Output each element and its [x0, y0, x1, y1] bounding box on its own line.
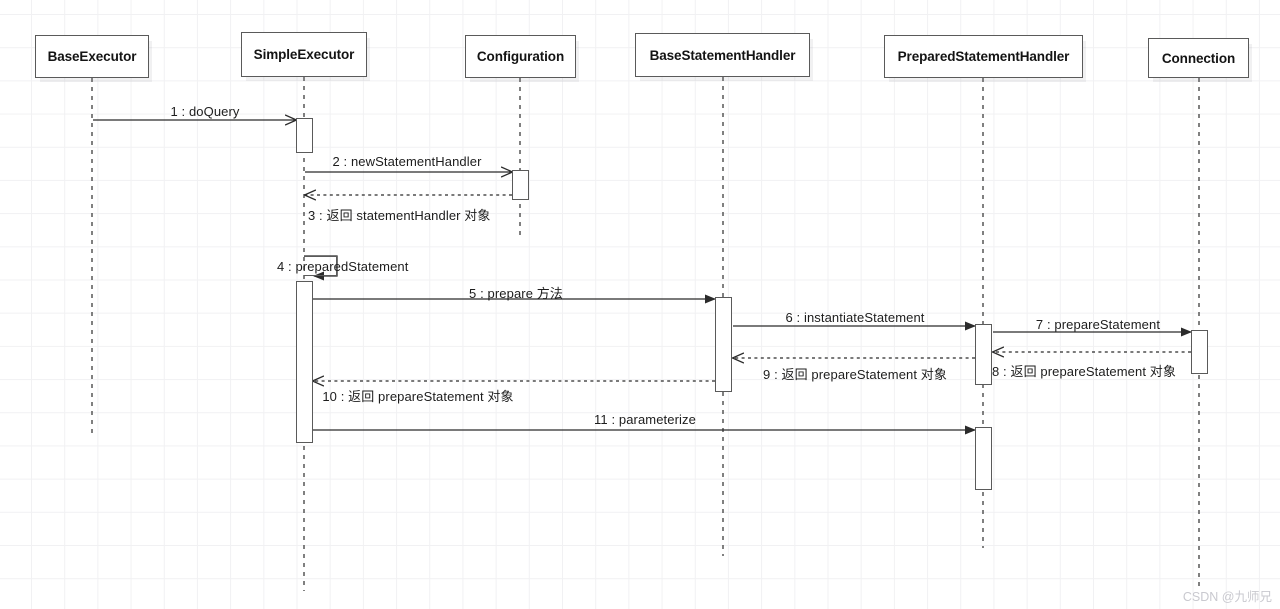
- activation-bar-configuration: [512, 170, 529, 200]
- participant-label: Configuration: [476, 49, 565, 64]
- participant-label: SimpleExecutor: [253, 47, 355, 62]
- participant-baseStatementHandler[interactable]: BaseStatementHandler: [635, 33, 810, 77]
- participant-connection[interactable]: Connection: [1148, 38, 1249, 78]
- message-label-11: 11 : parameterize: [594, 412, 696, 427]
- participant-configuration[interactable]: Configuration: [465, 35, 576, 78]
- message-label-2: 2 : newStatementHandler: [332, 154, 482, 169]
- message-label-8: 8 : 返回 prepareStatement 对象: [992, 364, 1176, 379]
- activation-bar-simpleExecutor: [296, 118, 313, 153]
- participant-label: Connection: [1161, 50, 1236, 66]
- activation-bar-preparedStatementHandler: [975, 324, 992, 385]
- message-label-3: 3 : 返回 statementHandler 对象: [308, 208, 491, 223]
- participant-preparedStatementHandler[interactable]: PreparedStatementHandler: [884, 35, 1083, 78]
- participant-label: BaseExecutor: [47, 49, 137, 64]
- lifelines-group: [91, 77, 1200, 591]
- message-label-10: 10 : 返回 prepareStatement 对象: [322, 389, 514, 404]
- activation-bar-preparedStatementHandler: [975, 427, 992, 490]
- message-label-6: 6 : instantiateStatement: [785, 310, 925, 325]
- message-arrows-group: [93, 120, 1192, 435]
- watermark: CSDN @九师兄: [1182, 590, 1272, 604]
- activation-bar-simpleExecutor: [296, 281, 313, 443]
- message-label-4: 4 : preparedStatement: [277, 259, 409, 274]
- message-label-7: 7 : prepareStatement: [1035, 317, 1161, 332]
- participant-label: BaseStatementHandler: [649, 47, 796, 63]
- message-label-1: 1 : doQuery: [170, 104, 240, 119]
- message-label-5: 5 : prepare 方法: [469, 286, 563, 301]
- participant-label: PreparedStatementHandler: [897, 49, 1070, 64]
- activation-bar-self-call: [304, 256, 337, 276]
- message-label-9: 9 : 返回 prepareStatement 对象: [763, 367, 947, 382]
- participant-simpleExecutor[interactable]: SimpleExecutor: [241, 32, 367, 77]
- activation-bar-baseStatementHandler: [715, 297, 732, 392]
- participant-baseExecutor[interactable]: BaseExecutor: [35, 35, 149, 78]
- activation-bar-connection: [1191, 330, 1208, 374]
